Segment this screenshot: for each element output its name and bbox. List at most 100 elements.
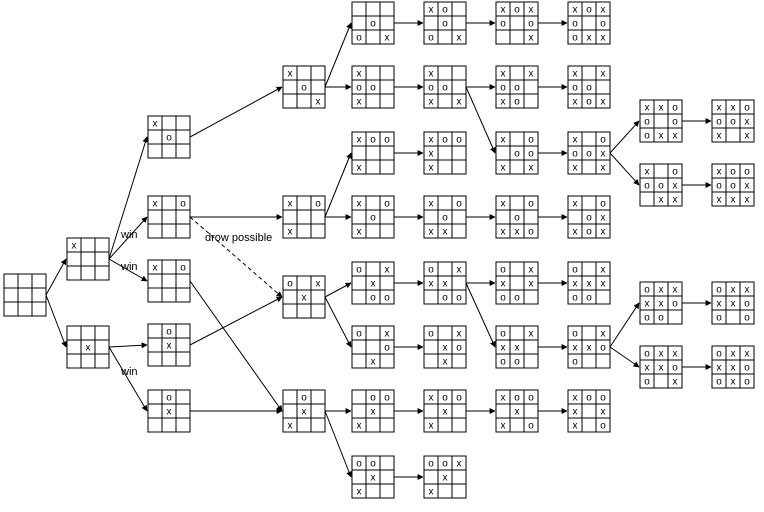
board-cell-mark: o [356,265,362,276]
board-cell-mark: x [573,279,578,290]
board-cell-mark: x [601,149,606,160]
board-cell-mark: o [456,343,462,354]
board-cell-mark: x [288,199,293,210]
board-frame [711,99,755,143]
board-cell-mark: x [501,69,506,80]
board-cell-mark: x [745,181,750,192]
board-cell-mark: o [600,199,606,210]
board-cell-mark: o [442,459,448,470]
board-cell-mark: o [572,357,578,368]
board-frame [495,325,539,369]
board-cell-mark: x [457,265,462,276]
board-frame [282,195,326,239]
board-frame [567,389,611,433]
board-cell-mark: o [456,199,462,210]
board-b9: xox [282,65,326,109]
board-cell-mark: x [501,5,506,16]
board-cell-mark: x [573,421,578,432]
board-cell-mark: o [514,83,520,94]
board-cell-mark: x [86,343,91,354]
edge-b9-b13 [324,22,352,88]
edge-b1-b2 [45,258,67,296]
board-cell-mark: o [586,293,592,304]
board-frame [423,389,467,433]
board-frame [282,389,326,433]
edge-label-win-1: win [120,229,138,241]
board-cell-mark: x [316,97,321,108]
board-cell-mark: x [429,227,434,238]
board-b3: x [66,325,110,369]
board-cell-mark: x [601,97,606,108]
board-cell-mark: o [500,357,506,368]
board-cell-mark: o [572,33,578,44]
board-cell-mark: x [659,285,664,296]
board-cell-mark: o [644,131,650,142]
board-cell-mark: x [429,199,434,210]
edge-b1-b3 [45,294,67,348]
board-cell-mark: o [301,83,307,94]
board-cell-mark: x [529,329,534,340]
board-cell-mark: o [287,279,293,290]
board-cell-mark: o [514,149,520,160]
board-cell-mark: x [457,33,462,44]
board-cell-mark: x [357,227,362,238]
board-frame [495,1,539,45]
board-cell-mark: x [501,199,506,210]
board-cell-mark: x [385,265,390,276]
labels-layer: win win win drow possible [120,229,272,378]
board-cell-mark: o [586,83,592,94]
board-frame [495,65,539,109]
board-cell-mark: x [659,195,664,206]
board-cell-mark: x [429,393,434,404]
board-cell-mark: x [429,135,434,146]
board-cell-mark: o [500,293,506,304]
board-cell-mark: o [572,329,578,340]
board-b4: xo [147,115,191,159]
board-cell-mark: x [601,329,606,340]
board-cell-mark: x [371,357,376,368]
board-cell-mark: o [586,149,592,160]
board-cell-mark: o [428,329,434,340]
board-cell-mark: x [573,135,578,146]
board-cell-mark: x [167,341,172,352]
board-cell-mark: x [371,279,376,290]
board-cell-mark: o [442,213,448,224]
edge-b41-b46 [609,346,640,368]
board-cell-mark: x [573,227,578,238]
board-cell-mark: o [514,357,520,368]
board-frame [495,131,539,175]
board-frame [639,345,683,389]
board-cell-mark: x [457,459,462,470]
board-cell-mark: o [384,135,390,146]
board-cell-mark: o [586,5,592,16]
board-cell-mark: x [717,131,722,142]
board-cell-mark: x [673,285,678,296]
board-cell-mark: o [730,181,736,192]
board-cell-mark: o [672,363,678,374]
board-cell-mark: x [601,163,606,174]
board-frame [351,455,395,499]
board-frame [351,325,395,369]
board-cell-mark: x [745,285,750,296]
board-cell-mark: o [315,199,321,210]
board-cell-mark: x [529,163,534,174]
board-cell-mark: x [357,199,362,210]
board-cell-mark: o [716,181,722,192]
board-b2: x [66,237,110,281]
board-cell-mark: x [429,69,434,80]
edge-b41-b45 [609,302,640,348]
board-frame [495,195,539,239]
board-cell-mark: x [429,163,434,174]
board-cell-mark: o [586,227,592,238]
